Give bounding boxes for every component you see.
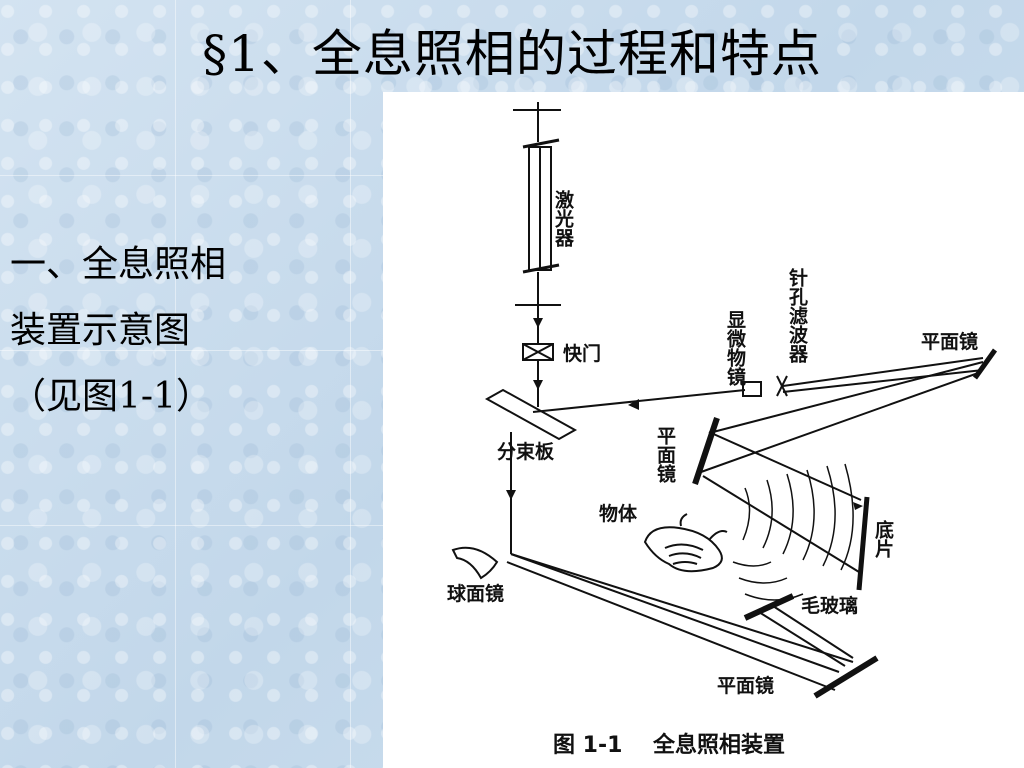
holography-setup-figure: 激光器 快门 分束板 显微物镜 针孔滤波器 平面镜 平面镜 物体 底片 毛玻璃 … bbox=[383, 92, 1024, 768]
label-shutter: 快门 bbox=[563, 342, 601, 365]
label-ground-glass: 毛玻璃 bbox=[801, 594, 858, 617]
object-beam-line bbox=[782, 357, 984, 387]
label-plane-mirror-upper: 平面镜 bbox=[921, 330, 978, 353]
reference-beam-line bbox=[510, 553, 854, 663]
figure-caption: 图 1-1 全息照相装置 bbox=[553, 732, 785, 758]
label-pinhole-filter: 针孔滤波器 bbox=[786, 267, 809, 364]
label-object: 物体 bbox=[599, 502, 638, 525]
body-line: 一、全息照相 bbox=[10, 244, 227, 285]
label-plane-mirror-lower: 平面镜 bbox=[717, 674, 774, 697]
beam-arrows bbox=[506, 318, 863, 510]
wavefronts bbox=[732, 463, 854, 601]
laser-tube bbox=[522, 138, 560, 274]
label-beam-splitter: 分束板 bbox=[497, 440, 555, 463]
label-microscope-objective: 显微物镜 bbox=[724, 310, 747, 387]
beam-splitter bbox=[484, 388, 578, 441]
label-laser: 激光器 bbox=[552, 189, 575, 248]
microscope-objective bbox=[742, 381, 762, 397]
body-line: （见图1-1） bbox=[10, 376, 212, 417]
spherical-mirror bbox=[451, 546, 499, 580]
label-spherical-mirror: 球面镜 bbox=[447, 582, 504, 605]
body-line: 装置示意图 bbox=[10, 310, 191, 351]
background-grid-line bbox=[175, 0, 176, 768]
object-beam-line bbox=[712, 361, 984, 433]
slide-title: §1、全息照相的过程和特点 bbox=[202, 25, 822, 83]
label-plane-mirror-middle: 平面镜 bbox=[654, 426, 676, 484]
object-beam-line bbox=[708, 431, 862, 501]
shutter bbox=[522, 343, 554, 361]
ground-glass bbox=[743, 593, 795, 621]
film-plate bbox=[856, 496, 870, 591]
label-film: 底片 bbox=[872, 519, 894, 559]
object-beam-line bbox=[758, 611, 846, 667]
setup-diagram: 激光器 快门 分束板 显微物镜 针孔滤波器 平面镜 平面镜 物体 底片 毛玻璃 … bbox=[447, 102, 998, 758]
plane-mirror-lower bbox=[813, 655, 879, 699]
object-figure bbox=[643, 513, 728, 573]
slide-body: 一、全息照相 装置示意图 （见图1-1） bbox=[10, 232, 370, 430]
background-grid-line bbox=[350, 0, 351, 768]
plane-mirror-middle bbox=[692, 417, 720, 485]
